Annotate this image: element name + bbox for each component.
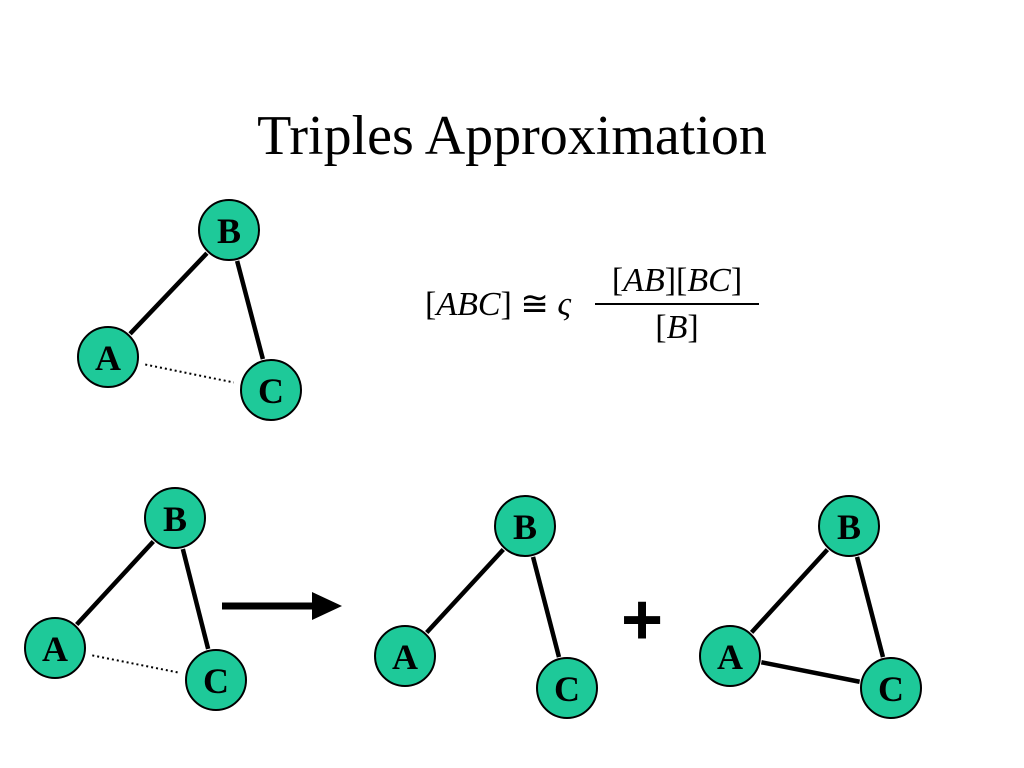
edge-ac-dotted (92, 654, 179, 674)
node-b (818, 495, 880, 557)
graph-bottom-left: A B C (24, 487, 247, 711)
node-label-c: C (554, 669, 580, 709)
node-label-a: A (42, 629, 68, 669)
approx-symbol: ≅ (520, 286, 549, 323)
node-label-b: B (163, 499, 187, 539)
den-variable: B (666, 309, 688, 346)
den-open-bracket: [ (655, 309, 667, 346)
edge-bc-solid (854, 556, 886, 658)
edge-bc-solid (530, 556, 562, 658)
node-label-a: A (392, 637, 418, 677)
node-a (77, 326, 139, 388)
node-a (374, 625, 436, 687)
lhs-open-bracket: [ (425, 286, 437, 323)
constant-symbol: ς (557, 286, 572, 323)
node-label-b: B (837, 507, 861, 547)
node-label-c: C (203, 661, 229, 701)
node-label-c: C (878, 669, 904, 709)
fraction-numerator: [AB][BC] (595, 262, 759, 300)
node-b (198, 199, 260, 261)
num-mid-brackets: ][ (664, 262, 688, 299)
edge-ac-dotted (145, 363, 234, 384)
graph-top: A B C (77, 199, 302, 421)
edge-bc-solid (234, 260, 266, 360)
node-label-b: B (513, 507, 537, 547)
node-a (24, 617, 86, 679)
edge-ab-solid (749, 548, 830, 634)
fraction-denominator: [B] (595, 309, 759, 347)
node-b (494, 495, 556, 557)
plus-sign: + (620, 580, 664, 660)
graph-bottom-middle: A B C (374, 495, 598, 719)
node-c (536, 657, 598, 719)
lhs-variables: ABC (436, 286, 501, 323)
node-b (144, 487, 206, 549)
num-variables-bc: BC (687, 262, 731, 299)
den-close-bracket: ] (687, 309, 699, 346)
slide-title: Triples Approximation (257, 105, 767, 167)
graph-bottom-right: A B C (699, 495, 922, 719)
right-arrow-icon (222, 592, 342, 620)
node-label-b: B (217, 211, 241, 251)
num-open-bracket: [ (611, 262, 624, 299)
lhs-close-bracket: ] (500, 286, 512, 323)
edge-ac-solid (760, 660, 861, 684)
node-c (185, 649, 247, 711)
edge-ab-solid (75, 539, 155, 627)
edge-ab-solid (128, 251, 209, 336)
num-close-bracket: ] (730, 262, 743, 299)
edge-ab-solid (425, 547, 505, 635)
num-variables-ab: AB (623, 262, 665, 299)
node-label-a: A (95, 338, 121, 378)
formula-fraction: [AB][BC] [B] (595, 262, 759, 347)
node-label-a: A (717, 637, 743, 677)
fraction-bar (595, 303, 759, 305)
node-a (699, 625, 761, 687)
formula-lhs: [ABC] ≅ ς (425, 284, 571, 324)
edge-bc-solid (180, 548, 211, 650)
node-label-c: C (258, 371, 284, 411)
node-c (860, 657, 922, 719)
node-c (240, 359, 302, 421)
